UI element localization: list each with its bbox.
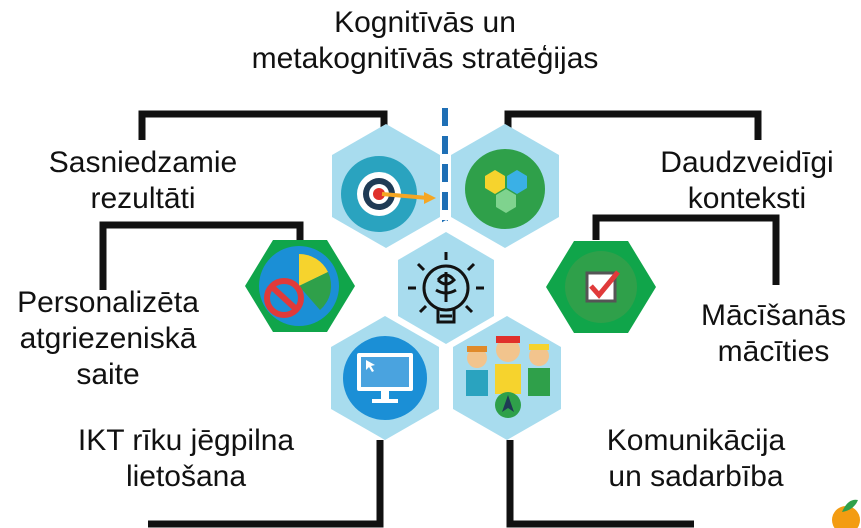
label-mid-left-line-2: atgriezeniskā [19, 322, 197, 355]
logo-mark [832, 499, 860, 528]
hex-center [387, 220, 505, 356]
hex-mid-left [245, 240, 355, 332]
connector-mid-right [592, 214, 780, 285]
label-upper-right-line-1: Daudzveidīgi [660, 146, 834, 179]
label-mid-left: Personalizēta atgriezeniskā saite [0, 285, 216, 393]
label-mid-right-line-2: mācīties [717, 335, 830, 368]
hexagon-cluster-icon [465, 149, 545, 229]
connector-upper-right [504, 110, 762, 140]
connector-upper-left [138, 110, 388, 140]
target-arrow-icon [341, 156, 436, 232]
label-top-line-1: Kognitīvās un [334, 6, 516, 39]
pie-chart-no-icon [259, 246, 339, 326]
monitor-icon [343, 336, 427, 420]
label-mid-right-line-1: Mācīšanās [700, 299, 847, 332]
label-bottom-right-line-2: un sadarbība [608, 460, 784, 493]
label-upper-left-line-1: Sasniedzamie [48, 146, 238, 179]
label-bottom-left-line-1: IKT rīku jēgpilna [77, 424, 295, 457]
connector-bottom-left [148, 440, 384, 528]
hex-mid-right [546, 241, 656, 333]
label-upper-right: Daudzveidīgi konteksti [636, 145, 858, 217]
label-mid-right: Mācīšanās mācīties [686, 298, 861, 370]
label-bottom-right: Komunikācija un sadarbība [566, 423, 826, 495]
brain-lightbulb-icon [408, 252, 484, 324]
label-bottom-left: IKT rīku jēgpilna lietošana [36, 423, 336, 495]
label-upper-left-line-2: rezultāti [90, 182, 196, 215]
label-bottom-left-line-2: lietošana [125, 460, 247, 493]
hex-upper-right [451, 124, 559, 248]
label-mid-left-line-1: Personalizēta [17, 286, 199, 319]
connector-bottom-right [506, 440, 694, 528]
hex-bottom-left [331, 316, 439, 440]
label-upper-left: Sasniedzamie rezultāti [28, 145, 258, 217]
hex-bottom-right [453, 316, 561, 440]
hex-upper-left [332, 124, 440, 248]
label-upper-right-line-2: konteksti [687, 182, 807, 215]
label-top: Kognitīvās un metakognitīvās stratēģijas [240, 5, 610, 77]
label-bottom-right-line-1: Komunikācija [606, 424, 786, 457]
label-top-line-2: metakognitīvās stratēģijas [251, 42, 599, 75]
connector-mid-left [99, 221, 304, 290]
team-people-icon [466, 336, 550, 418]
label-mid-left-line-3: saite [76, 358, 140, 391]
checkbox-icon [565, 251, 637, 323]
